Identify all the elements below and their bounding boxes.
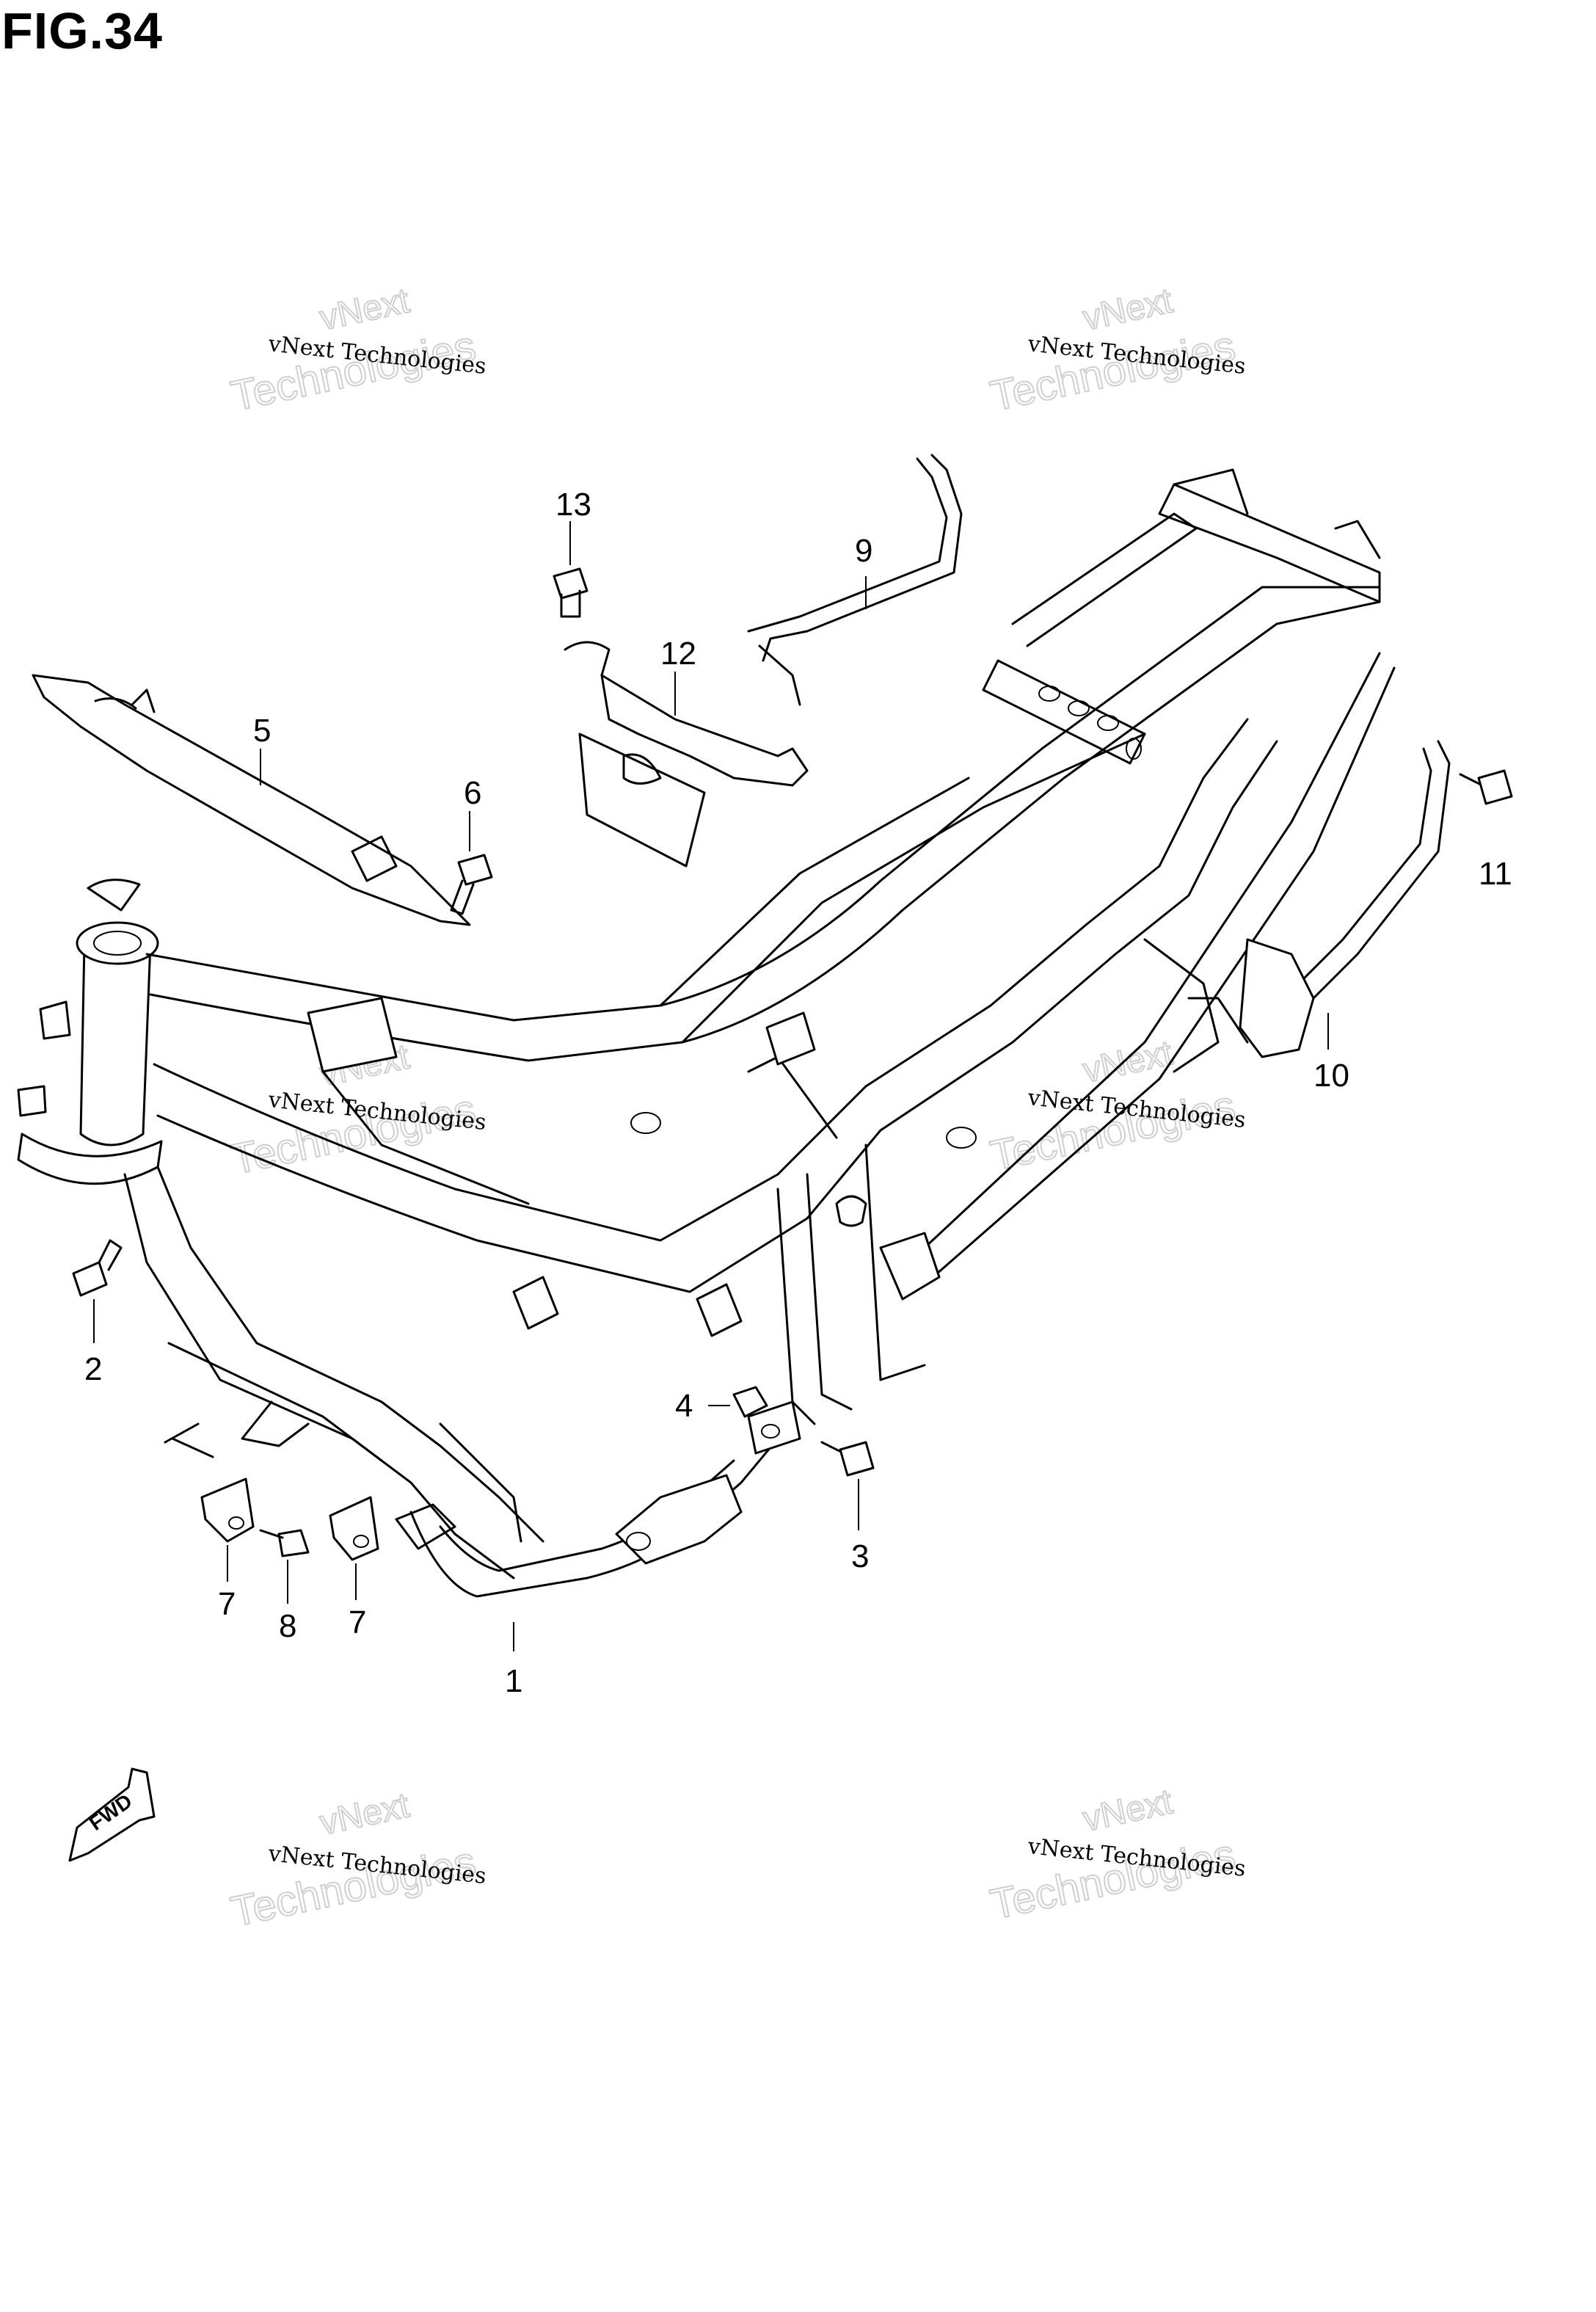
part-7-plate-left [200, 1477, 255, 1582]
callout-4: 4 [675, 1388, 693, 1424]
watermark-text: vNext [1079, 281, 1176, 338]
part-8-bolt [259, 1529, 310, 1604]
part-7-plate-right [329, 1496, 379, 1600]
part-10-stay [1239, 740, 1451, 1058]
watermark-top-right: vNext Technologies vNext Technologies [985, 280, 1247, 421]
part-12-bracket [564, 641, 809, 868]
part-2-bolt [72, 1239, 123, 1343]
callout-7-right: 7 [349, 1604, 366, 1640]
watermark-bottom-left: vNext Technologies vNext Technologies [226, 1785, 487, 1936]
callout-8: 8 [279, 1608, 296, 1644]
part-3-bolt [820, 1441, 875, 1530]
part-1-main-frame [17, 468, 1396, 1651]
part-6-bolt [450, 811, 493, 915]
part-9-stay [747, 454, 963, 706]
watermark-mid-right: vNext Technologies vNext Technologies [985, 1033, 1247, 1180]
watermark-top-left: vNext Technologies vNext Technologies [226, 280, 487, 421]
callout-1: 1 [505, 1663, 522, 1699]
callout-6: 6 [464, 775, 481, 811]
callout-9: 9 [855, 533, 872, 569]
callout-7-left: 7 [218, 1586, 236, 1622]
part-4-nut [708, 1386, 768, 1418]
watermark-text: vNext [316, 281, 412, 338]
watermark-mid-left: vNext Technologies vNext Technologies [226, 1036, 487, 1184]
callout-2: 2 [84, 1351, 102, 1387]
fwd-arrow-icon: FWD [68, 1767, 156, 1862]
callout-10: 10 [1313, 1058, 1349, 1094]
callout-5: 5 [253, 713, 271, 749]
part-13-bolt [553, 521, 589, 618]
part-11-bolt [1459, 769, 1513, 805]
watermark-bottom-right: vNext Technologies vNext Technologies [985, 1781, 1247, 1929]
watermark-text: vNext [316, 1786, 412, 1842]
callout-3: 3 [851, 1538, 869, 1574]
watermark-text: vNext [1079, 1782, 1176, 1839]
callout-13: 13 [555, 487, 591, 523]
callout-11: 11 [1479, 856, 1512, 892]
watermark-text: vNext [1079, 1033, 1176, 1090]
figure-title: FIG.34 [1, 2, 163, 59]
part-5-cover [32, 674, 471, 926]
callout-12: 12 [660, 636, 696, 672]
